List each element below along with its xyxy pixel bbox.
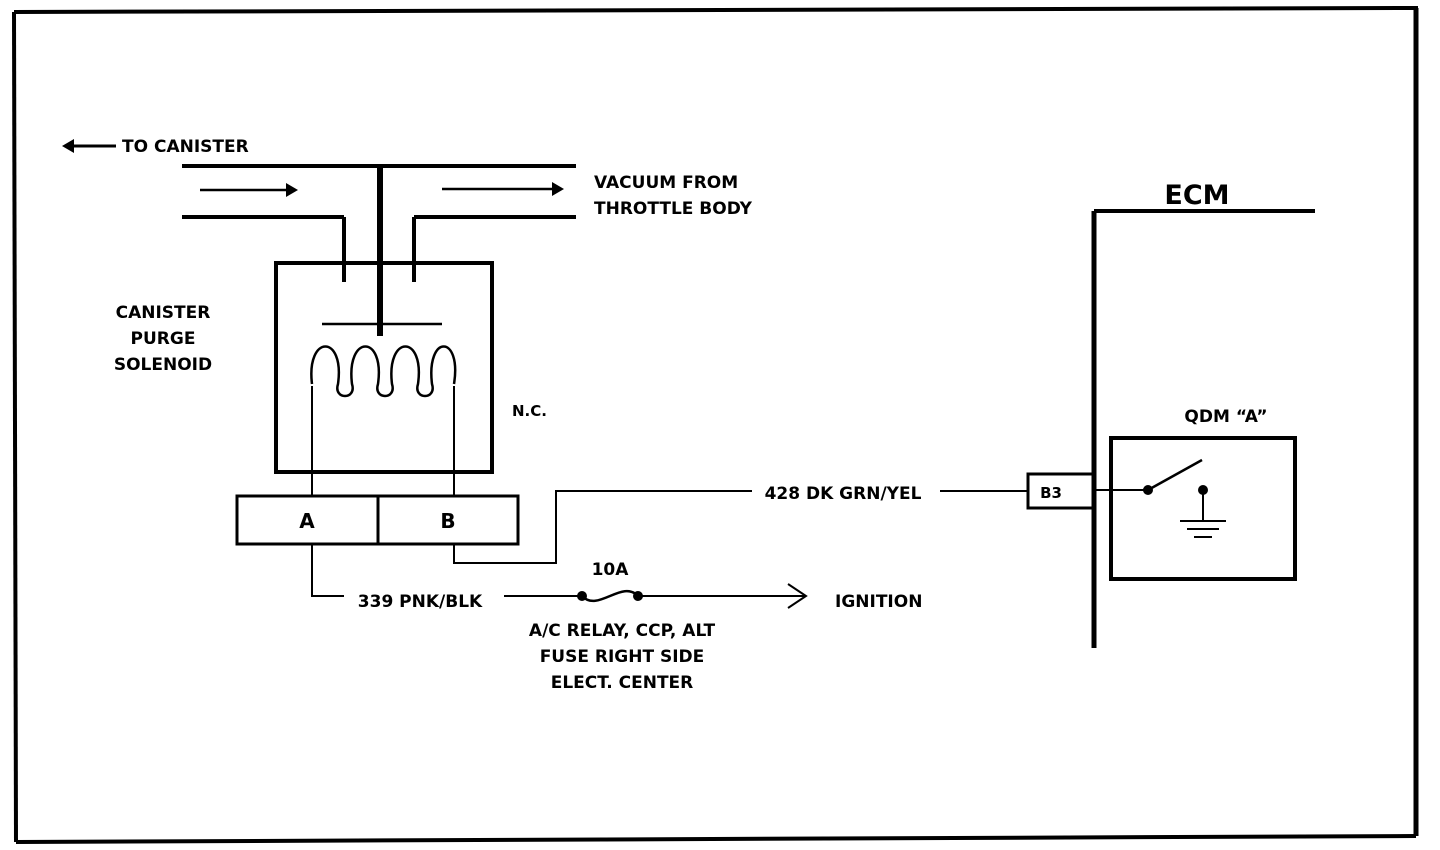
switch-contact-icon [1198,485,1208,495]
pin-a-label: A [299,509,315,533]
wire-428-label: 428 DK GRN/YEL [765,484,922,504]
vacuum-source-label: THROTTLE BODY [594,199,753,219]
flow-arrow-left-pipe [200,183,298,197]
ecm-label: ECM [1164,180,1229,211]
fuse-location-label: FUSE RIGHT SIDE [540,647,705,667]
fuse-location-label: ELECT. CENTER [551,673,694,693]
ignition-label: IGNITION [835,592,922,612]
outer-frame [12,6,1419,844]
solenoid-label: SOLENOID [114,355,212,375]
to-canister-label: TO CANISTER [122,137,249,157]
fuse-rating-label: 10A [592,560,630,580]
qdm-driver [1094,436,1297,581]
canister-purge-solenoid [274,261,494,496]
ground-icon [1180,520,1226,538]
wire-428 [453,490,1028,564]
to-canister-arrow [62,139,116,153]
solenoid-connector [235,494,520,546]
ecm-module [1026,209,1315,648]
solenoid-label: CANISTER [116,303,211,323]
solenoid-label: PURGE [131,329,196,349]
qdm-label: QDM “A” [1184,407,1267,427]
fuse-icon [577,589,643,603]
switch-contact-icon [1143,485,1153,495]
coil-icon [310,345,457,398]
flow-arrow-right-pipe [442,182,564,196]
ecm-pin-label: B3 [1040,484,1062,502]
vacuum-source-label: VACUUM FROM [594,173,738,193]
pin-b-label: B [440,509,455,533]
wire-339-label: 339 PNK/BLK [358,592,483,612]
normally-closed-label: N.C. [512,402,547,420]
vacuum-pipes [182,164,576,336]
wire-339 [311,544,808,609]
fuse-location-label: A/C RELAY, CCP, ALT [529,621,716,641]
